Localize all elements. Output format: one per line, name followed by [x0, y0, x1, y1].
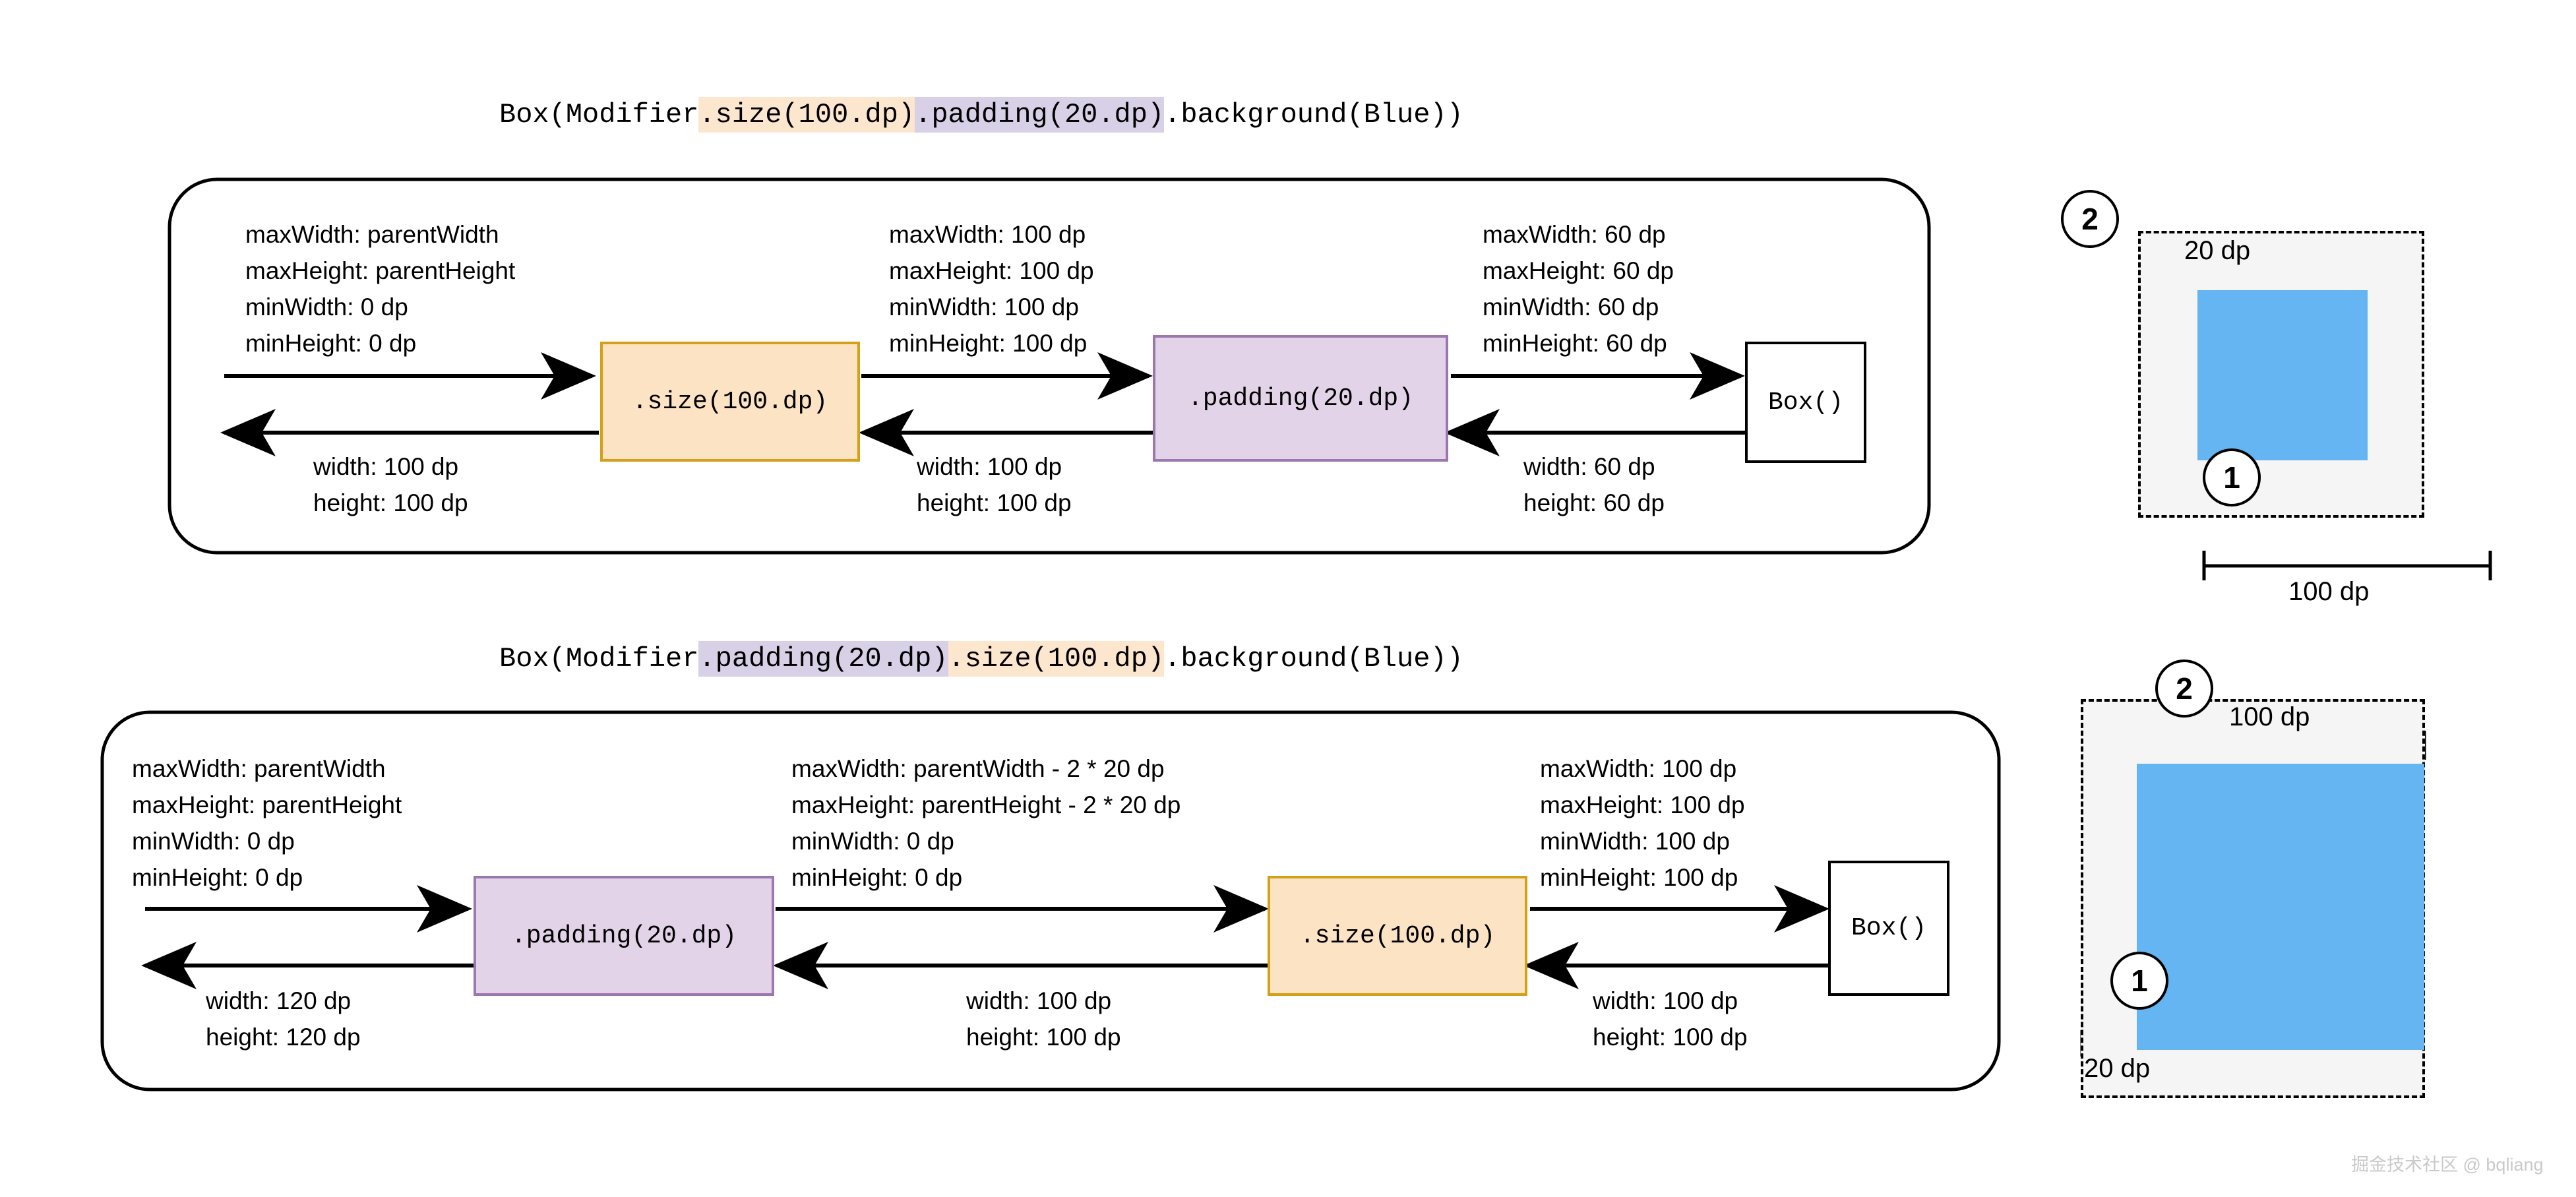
illustration-1-blue-box — [2197, 290, 2368, 460]
constraint-line: maxHeight: parentHeight — [132, 791, 402, 818]
panel-2-node-box[interactable]: Box() — [1828, 861, 1949, 996]
panel-1-measure-up-3: width: 60 dp height: 60 dp — [1523, 448, 1665, 521]
constraint-line: maxWidth: parentWidth — [132, 755, 386, 782]
constraint-line: maxHeight: 60 dp — [1483, 257, 1674, 284]
panel-1-node-padding[interactable]: .padding(20.dp) — [1153, 335, 1448, 462]
title-padding-highlight: .padding(20.dp) — [915, 97, 1165, 133]
constraint-line: minWidth: 100 dp — [1540, 828, 1730, 855]
panel-1-node-size[interactable]: .size(100.dp) — [600, 342, 860, 462]
constraint-line: minHeight: 0 dp — [245, 330, 417, 357]
measure-line: width: 100 dp — [1593, 987, 1738, 1014]
panel-1-node-box[interactable]: Box() — [1745, 342, 1866, 463]
illustration-2-badge-1: 1 — [2110, 952, 2168, 1010]
measure-line: height: 100 dp — [917, 489, 1072, 516]
panel-2-node-padding[interactable]: .padding(20.dp) — [474, 876, 774, 996]
illustration-2-badge-2: 2 — [2155, 660, 2213, 718]
panel-1-title: Box(Modifier.size(100.dp).padding(20.dp)… — [499, 97, 1463, 133]
measure-line: width: 100 dp — [917, 453, 1062, 480]
measure-line: height: 100 dp — [313, 489, 468, 516]
title-padding-highlight: .padding(20.dp) — [698, 641, 948, 677]
panel-1-measure-up-2: width: 100 dp height: 100 dp — [917, 448, 1072, 521]
constraint-line: minWidth: 0 dp — [791, 828, 954, 855]
panel-1-constraints-down-1: maxWidth: parentWidth maxHeight: parentH… — [245, 216, 515, 361]
illustration-1-outer-label: 100 dp — [2288, 577, 2370, 606]
panel-1-constraints-down-3: maxWidth: 60 dp maxHeight: 60 dp minWidt… — [1483, 216, 1674, 361]
constraint-line: minHeight: 100 dp — [1540, 864, 1738, 891]
constraint-line: maxHeight: parentHeight — [245, 257, 516, 284]
measure-line: width: 100 dp — [313, 453, 459, 480]
panel-2-measure-up-1: width: 120 dp height: 120 dp — [206, 983, 361, 1055]
constraint-line: maxWidth: parentWidth - 2 * 20 dp — [791, 755, 1165, 782]
panel-2-constraints-down-3: maxWidth: 100 dp maxHeight: 100 dp minWi… — [1540, 751, 1745, 896]
panel-2-constraints-down-1: maxWidth: parentWidth maxHeight: parentH… — [132, 751, 402, 896]
constraint-line: minWidth: 0 dp — [132, 828, 295, 855]
illustration-2-outer-label: 100 dp — [2229, 702, 2310, 731]
constraint-line: maxWidth: 60 dp — [1483, 221, 1666, 248]
illustration-1-badge-2: 2 — [2061, 190, 2119, 248]
title-prefix: Box(Modifier — [499, 643, 699, 675]
panel-2-measure-up-2: width: 100 dp height: 100 dp — [966, 983, 1121, 1055]
illustration-2-blue-box — [2137, 764, 2424, 1050]
measure-line: height: 120 dp — [206, 1024, 361, 1051]
illustration-1-badge-1: 1 — [2203, 448, 2261, 506]
constraint-line: maxWidth: 100 dp — [1540, 755, 1737, 782]
panel-2-constraints-down-2: maxWidth: parentWidth - 2 * 20 dp maxHei… — [791, 751, 1181, 896]
panel-2-node-size[interactable]: .size(100.dp) — [1268, 876, 1527, 996]
constraint-line: minHeight: 0 dp — [132, 864, 303, 891]
title-suffix: .background(Blue)) — [1164, 99, 1463, 131]
panel-1-measure-up-1: width: 100 dp height: 100 dp — [313, 448, 468, 521]
illustration-1-inset-label: 20 dp — [2184, 236, 2251, 265]
panel-2-measure-up-3: width: 100 dp height: 100 dp — [1593, 983, 1748, 1055]
constraint-line: minWidth: 100 dp — [889, 293, 1079, 321]
constraint-line: minHeight: 0 dp — [791, 864, 963, 891]
constraint-line: maxWidth: parentWidth — [245, 221, 499, 248]
title-size-highlight: .size(100.dp) — [698, 97, 915, 133]
constraint-line: minHeight: 100 dp — [889, 330, 1088, 357]
constraint-line: maxHeight: 100 dp — [889, 257, 1094, 284]
measure-line: width: 60 dp — [1523, 453, 1655, 480]
watermark: 掘金技术社区 @ bqliang — [2351, 1155, 2544, 1175]
measure-line: height: 60 dp — [1523, 489, 1665, 516]
constraint-line: maxWidth: 100 dp — [889, 221, 1086, 248]
constraint-line: minHeight: 60 dp — [1483, 330, 1667, 357]
panel-1-constraints-down-2: maxWidth: 100 dp maxHeight: 100 dp minWi… — [889, 216, 1094, 361]
measure-line: height: 100 dp — [1593, 1024, 1748, 1051]
illustration-2-inset-label: 20 dp — [2084, 1054, 2151, 1083]
measure-line: width: 100 dp — [966, 987, 1112, 1014]
constraint-line: minWidth: 60 dp — [1483, 293, 1659, 321]
constraint-line: maxHeight: parentHeight - 2 * 20 dp — [791, 791, 1181, 818]
constraint-line: maxHeight: 100 dp — [1540, 791, 1745, 818]
title-prefix: Box(Modifier — [499, 99, 699, 131]
panel-2-title: Box(Modifier.padding(20.dp).size(100.dp)… — [499, 641, 1463, 677]
title-suffix: .background(Blue)) — [1164, 643, 1463, 675]
measure-line: width: 120 dp — [206, 987, 352, 1014]
measure-line: height: 100 dp — [966, 1024, 1121, 1051]
title-size-highlight: .size(100.dp) — [948, 641, 1165, 677]
constraint-line: minWidth: 0 dp — [245, 293, 408, 321]
